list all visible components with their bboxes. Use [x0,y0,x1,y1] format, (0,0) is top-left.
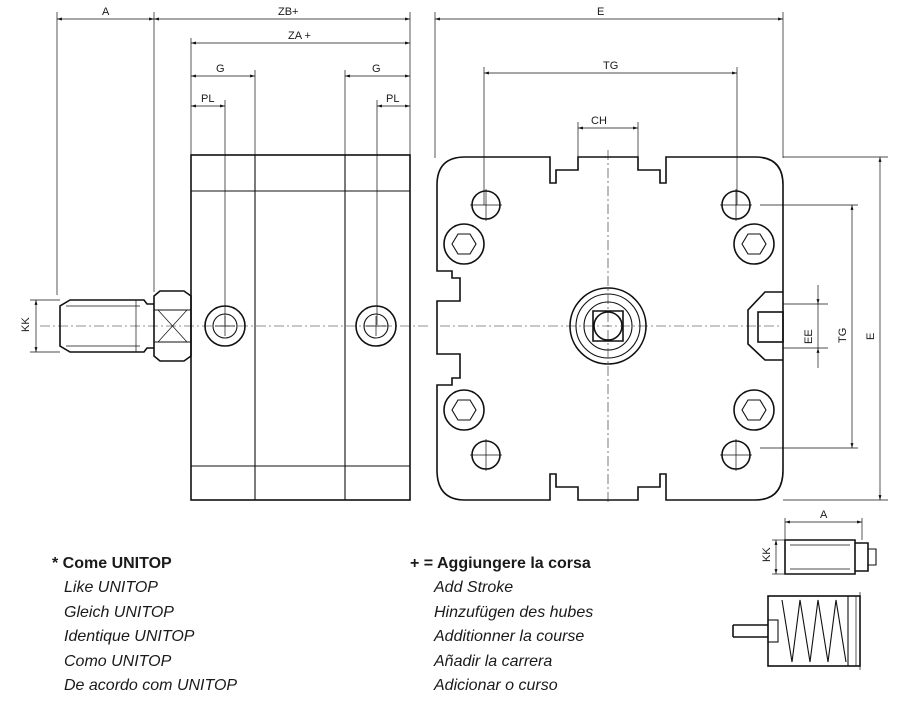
legend-stroke: + = Aggiungere la corsa Add Stroke Hinzu… [410,552,593,699]
rod-detail: A KK [761,509,877,575]
side-view: A ZB+ ZA + G G PL PL [20,6,430,501]
detail-a-label: A [820,509,828,521]
mount-hole-bottom-right [720,439,752,471]
mount-hole-top-right [720,189,752,221]
front-view: E TG CH EE TG E [434,6,888,505]
dim-kk-label: KK [20,317,32,332]
port-left [204,305,246,347]
dim-g-right-label: G [372,63,381,75]
dim-pl-left-label: PL [201,93,214,105]
legend-unitop: * Come UNITOP Like UNITOP Gleich UNITOP … [52,552,237,699]
dim-g-left-label: G [216,63,225,75]
dim-e-right-label: E [865,333,877,340]
detail-kk-label: KK [761,547,773,562]
screw-bottom-left [443,389,485,431]
legend-stroke-heading: + = Aggiungere la corsa [410,555,591,572]
mount-hole-bottom-left [470,439,502,471]
side-port [747,291,784,361]
legend-stroke-line: Additionner la course [434,628,585,645]
legend-unitop-line: Identique UNITOP [64,628,195,645]
legend-unitop-heading: * Come UNITOP [52,555,172,572]
legend-unitop-line: De acordo com UNITOP [64,677,238,694]
dim-pl-right-label: PL [386,93,399,105]
legend-stroke-line: Adicionar o curso [434,677,558,694]
dim-ch-label: CH [591,115,607,127]
legend-stroke-line: Añadir la carrera [434,652,553,670]
mount-hole-top-left [470,189,502,221]
dim-za-label: ZA + [288,30,311,42]
screw-top-left [443,223,485,265]
legend-stroke-line: Hinzufügen des hubes [434,603,594,621]
legend-unitop-line: Como UNITOP [64,652,172,670]
center-bore [569,287,647,365]
screw-bottom-right [733,389,775,431]
legend-stroke-line: Add Stroke [434,579,514,596]
screw-top-right [733,223,775,265]
dim-ee-label: EE [803,329,815,344]
dim-tg-right-label: TG [837,328,849,343]
spring-detail [732,592,861,670]
dim-a-label: A [102,6,110,18]
legend-unitop-line: Gleich UNITOP [64,603,174,621]
legend-unitop-line: Like UNITOP [64,579,158,596]
port-right [355,305,397,347]
dim-tg-top-label: TG [603,60,618,72]
dim-zb-label: ZB+ [278,6,298,18]
dim-e-top-label: E [597,6,604,18]
